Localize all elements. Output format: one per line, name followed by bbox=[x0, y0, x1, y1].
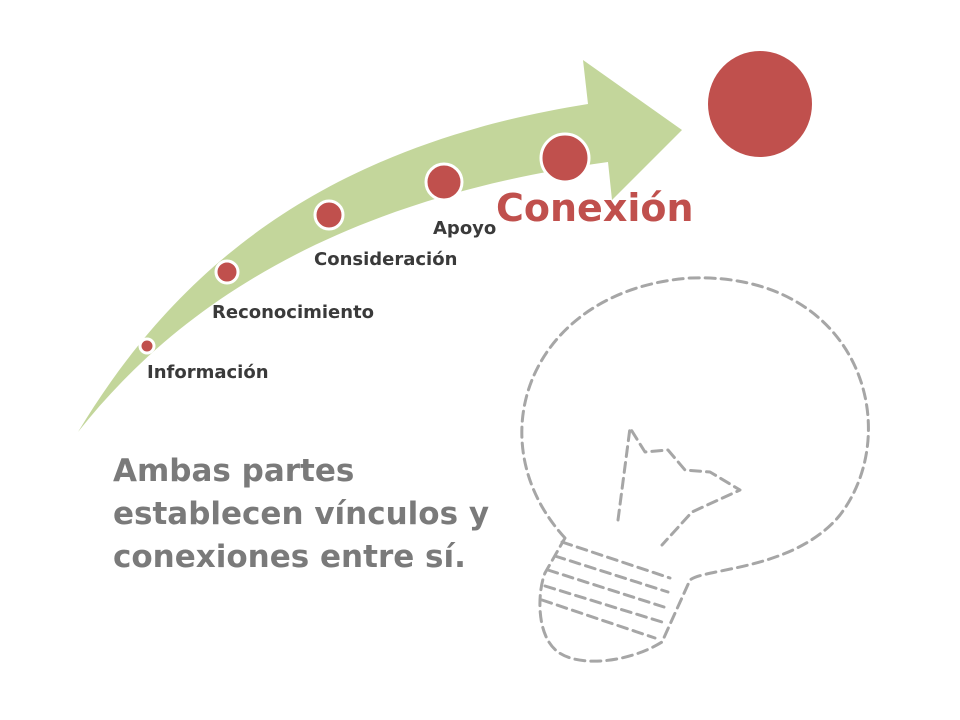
stage-dot-5 bbox=[539, 132, 591, 184]
stage-dot-apoyo bbox=[424, 162, 464, 202]
caption-text: Ambas partes establecen vínculos y conex… bbox=[113, 453, 490, 575]
stage-dot-reconocimiento bbox=[214, 259, 240, 285]
lightbulb-icon bbox=[520, 276, 870, 663]
stage-label-informacion: Información bbox=[147, 362, 269, 383]
stage-dots bbox=[138, 132, 591, 355]
stage-label-reconocimiento: Reconocimiento bbox=[212, 302, 375, 323]
stage-label-apoyo: Apoyo bbox=[433, 218, 497, 239]
stage-label-consideracion: Consideración bbox=[314, 249, 458, 270]
growth-arrow-icon bbox=[78, 60, 682, 432]
goal-circle bbox=[708, 51, 812, 157]
stage-dot-consideracion bbox=[313, 199, 345, 231]
stage-dot-informacion bbox=[138, 337, 156, 355]
goal-label-conexion: Conexión bbox=[496, 186, 694, 230]
